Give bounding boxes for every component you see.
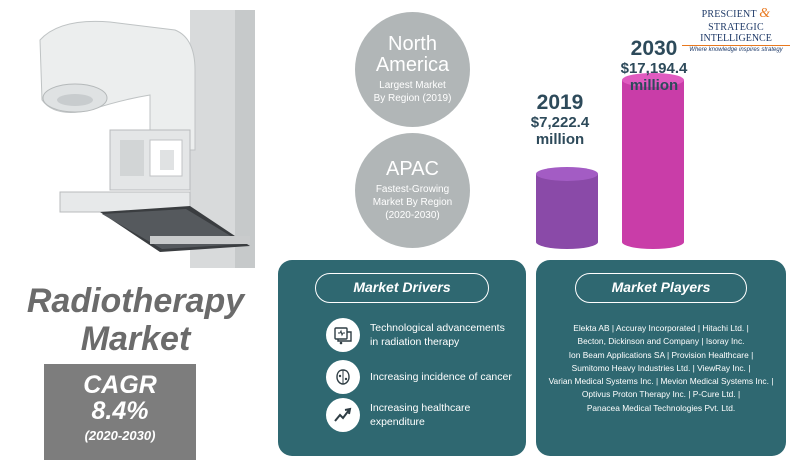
players-line: Elekta AB | Accuray Incorporated | Hitac… <box>573 323 749 333</box>
logo-word-1: PRESCIENT <box>701 9 757 20</box>
bar-year: 2019 <box>536 91 584 114</box>
page-title: Radiotherapy Market <box>8 282 263 358</box>
logo-ampersand: & <box>759 6 771 21</box>
driver-text: Increasing healthcare expenditure <box>370 401 520 429</box>
driver-text-line-1: Technological advancements <box>370 322 505 334</box>
cagr-label: CAGR <box>83 371 157 399</box>
driver-text-line-2: in radiation therapy <box>370 336 460 348</box>
bar-unit: million <box>535 131 585 148</box>
market-size-chart <box>536 73 684 249</box>
company-logo: PRESCIENT & STRATEGIC INTELLIGENCE Where… <box>676 6 796 53</box>
players-heading: Market Players <box>575 273 747 303</box>
region-desc-line-2: Market By Region <box>372 197 453 208</box>
bar-body <box>622 80 684 249</box>
bar-amount: $7,222.4 <box>530 114 590 131</box>
bar-amount: $17,194.4 <box>620 60 688 77</box>
region-desc-line-2: By Region (2019) <box>373 93 452 104</box>
bar-label-2030: 2030 $17,194.4 million <box>604 37 704 95</box>
radiotherapy-machine-image <box>0 0 258 272</box>
bar-2019 <box>536 166 598 249</box>
drivers-heading: Market Drivers <box>315 273 489 303</box>
region-desc-line-1: Fastest-Growing <box>375 184 450 195</box>
region-name-line-1: North <box>388 33 437 55</box>
bar-top <box>622 73 684 87</box>
players-list: Elekta AB | Accuray Incorporated | Hitac… <box>540 322 782 415</box>
logo-divider <box>682 45 790 46</box>
driver-text-line-1: Increasing healthcare <box>370 402 471 414</box>
cagr-period: (2020-2030) <box>84 428 156 443</box>
logo-line-2: INTELLIGENCE <box>700 33 772 44</box>
bar-top <box>536 166 598 181</box>
market-drivers-panel: Market Drivers Technological advancement… <box>278 260 526 456</box>
logo-tagline: Where knowledge inspires strategy <box>689 47 783 53</box>
growth-arrow-icon <box>326 398 360 432</box>
players-line: Panacea Medical Technologies Pvt. Ltd. <box>586 402 736 413</box>
market-players-panel: Market Players Elekta AB | Accuray Incor… <box>536 260 786 456</box>
players-line: Ion Beam Applications SA | Provision Hea… <box>568 349 754 360</box>
cagr-value: 8.4% <box>91 397 149 425</box>
bar-year: 2030 <box>630 37 678 60</box>
region-desc: Largest Market By Region (2019) <box>368 79 458 105</box>
driver-item: Technological advancements in radiation … <box>326 318 520 352</box>
logo-line-1: PRESCIENT & STRATEGIC <box>676 6 796 33</box>
title-line-2: Market <box>80 320 191 358</box>
players-line: Becton, Dickinson and Company | Isoray I… <box>577 336 745 347</box>
driver-text: Increasing incidence of cancer <box>370 370 520 384</box>
region-circle-north-america: North America Largest Market By Region (… <box>355 12 470 127</box>
region-desc-line-1: Largest Market <box>379 80 446 91</box>
driver-item: Increasing healthcare expenditure <box>326 398 520 432</box>
medical-equipment-icon <box>326 318 360 352</box>
region-name-line-2: America <box>375 54 450 76</box>
bar-label-2019: 2019 $7,222.4 million <box>520 91 600 149</box>
region-desc-line-3: (2020-2030) <box>385 210 440 221</box>
logo-word-2: STRATEGIC <box>708 22 764 33</box>
players-line: Varian Medical Systems Inc. | Mevion Med… <box>548 376 774 387</box>
region-circle-apac: APAC Fastest-Growing Market By Region (2… <box>355 133 470 248</box>
driver-text-line-2: expenditure <box>370 416 425 428</box>
driver-text-line-1: Increasing incidence of cancer <box>370 371 512 383</box>
players-line: Sumitomo Heavy Industries Ltd. | ViewRay… <box>571 362 751 373</box>
bar-body <box>536 173 598 249</box>
players-line: Optivus Proton Therapy Inc. | P-Cure Ltd… <box>581 389 741 400</box>
bar-2030 <box>622 73 684 249</box>
title-line-1: Radiotherapy <box>26 282 245 320</box>
driver-item: Increasing incidence of cancer <box>326 360 520 394</box>
driver-text: Technological advancements in radiation … <box>370 321 520 349</box>
cancer-organ-icon <box>326 360 360 394</box>
bar-unit: million <box>629 77 679 94</box>
region-name-line-1: APAC <box>386 158 439 180</box>
cagr-box: CAGR 8.4% (2020-2030) <box>44 364 196 460</box>
region-desc: Fastest-Growing Market By Region (2020-2… <box>367 183 458 222</box>
